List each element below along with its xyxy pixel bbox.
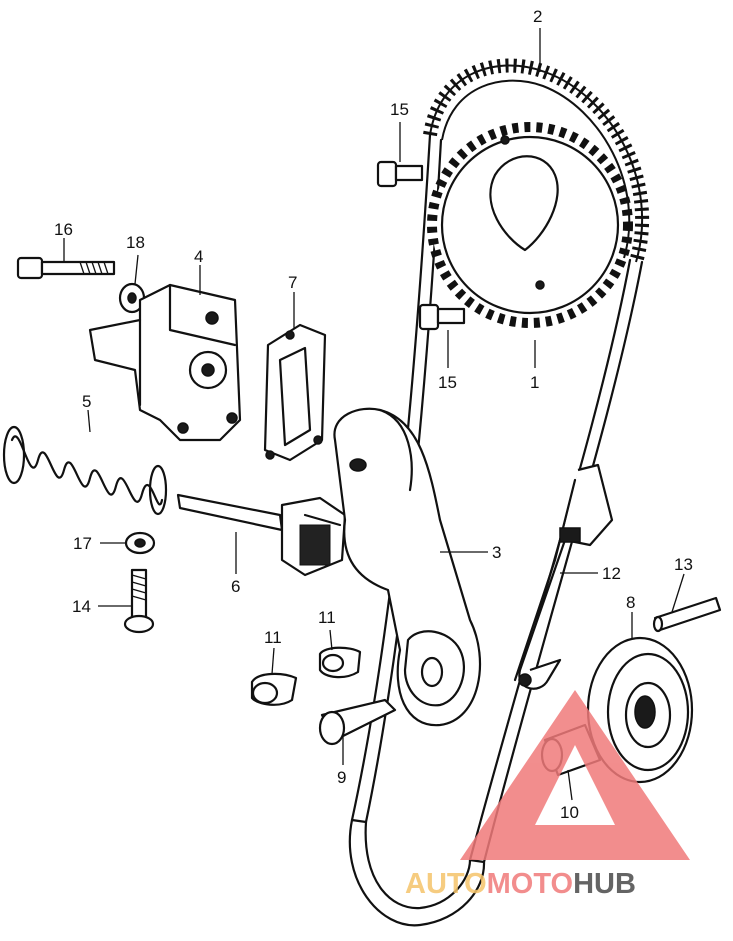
callout-12: 12: [602, 564, 621, 583]
callout-16: 16: [54, 220, 73, 239]
callout-2: 2: [533, 7, 542, 26]
tensioner-spring: [2, 425, 168, 516]
watermark-hub: HUB: [573, 868, 636, 900]
callout-17: 17: [73, 534, 92, 553]
callout-4: 4: [194, 247, 203, 266]
leader-lines: [63, 28, 685, 801]
callout-15a: 15: [390, 100, 409, 119]
callout-8: 8: [626, 593, 635, 612]
collar-left: [250, 672, 298, 706]
adjust-bolt: [123, 568, 155, 634]
tensioner-roller: [586, 636, 694, 784]
callout-5: 5: [82, 392, 91, 411]
long-bolt: [16, 256, 116, 280]
sprocket-bolt-lower: [418, 303, 466, 331]
callout-15b: 15: [438, 373, 457, 392]
svg-text:AUTOMOTOHUB: AUTOMOTOHUB: [405, 868, 636, 900]
callout-11b: 11: [318, 608, 336, 627]
watermark-moto: MOTO: [487, 868, 573, 900]
callout-18: 18: [126, 233, 145, 252]
tensioner-arm: [333, 407, 482, 727]
watermark-triangle-icon: [460, 690, 690, 860]
callout-3: 3: [492, 543, 501, 562]
collar-right: [318, 646, 362, 679]
callout-14: 14: [72, 597, 91, 616]
callout-labels: 1 2 3 4 5 6 7 8 9 10 11 11 12 13 14 15 1…: [54, 7, 693, 822]
push-rod: [176, 493, 347, 577]
callout-6: 6: [231, 577, 240, 596]
callout-10: 10: [560, 803, 579, 822]
watermark-auto: AUTO: [405, 868, 487, 900]
chain-guide: [513, 463, 614, 690]
tensioner-housing: [88, 283, 242, 442]
watermark-logo: AUTOMOTOHUB: [405, 690, 690, 900]
callout-1: 1: [530, 373, 539, 392]
roller-pin: [652, 596, 722, 633]
tensioner-gasket: [263, 323, 327, 462]
cam-sprocket: [427, 122, 633, 328]
lock-nut: [124, 531, 156, 555]
sprocket-bolt-upper: [376, 160, 424, 188]
bushing: [318, 698, 397, 746]
callout-11a: 11: [264, 628, 282, 647]
callout-7: 7: [288, 273, 297, 292]
callout-13: 13: [674, 555, 693, 574]
callout-9: 9: [337, 768, 346, 787]
